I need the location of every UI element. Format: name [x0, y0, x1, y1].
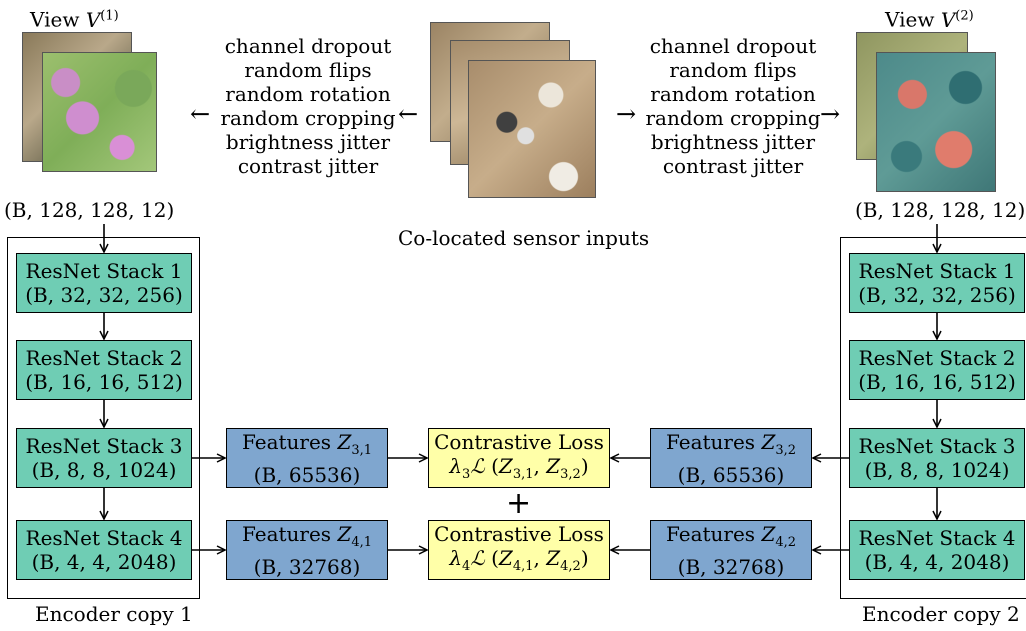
view2-symbol: V(2)	[940, 7, 974, 32]
stack-label: ResNet Stack 4	[858, 526, 1016, 550]
arrow-right-view2: →	[820, 100, 841, 128]
features-z41-title: Features Z4,1	[241, 521, 373, 550]
view2-title-text: View	[885, 7, 935, 32]
aug-left-item: channel dropout	[224, 34, 392, 58]
encoder2-stack-3: ResNet Stack 3 (B, 8, 8, 1024)	[849, 428, 1025, 488]
encoder1-stack-3: ResNet Stack 3 (B, 8, 8, 1024)	[16, 428, 192, 488]
encoder1-caption: Encoder copy 1	[35, 602, 193, 626]
encoder2-frame	[840, 237, 1026, 599]
stack-label: ResNet Stack 2	[858, 346, 1016, 370]
stack-shape: (B, 8, 8, 1024)	[864, 458, 1010, 482]
aug-right-item: contrast jitter	[662, 154, 804, 178]
view1-shape: (B, 128, 128, 12)	[4, 198, 175, 222]
contrastive-loss-3: Contrastive Loss λ3ℒ (Z3,1, Z3,2)	[428, 428, 610, 488]
stack-shape: (B, 16, 16, 512)	[25, 370, 183, 394]
encoder2-caption: Encoder copy 2	[862, 602, 1020, 626]
center-image-front	[468, 60, 596, 198]
stack-shape: (B, 8, 8, 1024)	[31, 458, 177, 482]
aug-right-item: random flips	[669, 58, 797, 82]
aug-left-item: brightness jitter	[225, 130, 391, 154]
features-z32-shape: (B, 65536)	[677, 462, 785, 487]
encoder1-stack-2: ResNet Stack 2 (B, 16, 16, 512)	[16, 340, 192, 400]
aug-right-item: brightness jitter	[650, 130, 816, 154]
encoder2-stack-4: ResNet Stack 4 (B, 4, 4, 2048)	[849, 520, 1025, 580]
encoder2-stack-2: ResNet Stack 2 (B, 16, 16, 512)	[849, 340, 1025, 400]
features-z42-shape: (B, 32768)	[677, 554, 785, 579]
features-z42-title: Features Z4,2	[665, 521, 797, 550]
encoder2-stack-1: ResNet Stack 1 (B, 32, 32, 256)	[849, 253, 1025, 313]
aug-left-item: random cropping	[220, 106, 396, 130]
plus-sign: +	[506, 486, 532, 521]
features-z31-title: Features Z3,1	[241, 429, 373, 458]
encoder1-stack-4: ResNet Stack 4 (B, 4, 4, 2048)	[16, 520, 192, 580]
stack-label: ResNet Stack 3	[858, 434, 1016, 458]
view2-image-front	[876, 52, 996, 192]
view1-symbol: V(1)	[85, 7, 119, 32]
features-z32-title: Features Z3,2	[665, 429, 797, 458]
view1-title-text: View	[30, 7, 80, 32]
stack-shape: (B, 4, 4, 2048)	[864, 550, 1010, 574]
stack-shape: (B, 32, 32, 256)	[858, 283, 1016, 307]
features-z41: Features Z4,1 (B, 32768)	[226, 520, 388, 580]
features-z42: Features Z4,2 (B, 32768)	[650, 520, 812, 580]
loss-formula: λ4ℒ (Z4,1, Z4,2)	[449, 545, 589, 574]
aug-right-item: channel dropout	[649, 34, 817, 58]
stack-label: ResNet Stack 1	[25, 259, 183, 283]
aug-left-item: random rotation	[225, 82, 391, 106]
center-caption: Co-located sensor inputs	[398, 226, 650, 250]
augmentations-right: channel dropout random flips random rota…	[643, 34, 823, 178]
view1-image-front	[42, 52, 157, 172]
view1-title: View V(1)	[30, 4, 119, 32]
view2-shape: (B, 128, 128, 12)	[855, 198, 1026, 222]
view2-title: View V(2)	[885, 4, 974, 32]
stack-label: ResNet Stack 2	[25, 346, 183, 370]
features-z31: Features Z3,1 (B, 65536)	[226, 428, 388, 488]
encoder1-stack-1: ResNet Stack 1 (B, 32, 32, 256)	[16, 253, 192, 313]
augmentations-left: channel dropout random flips random rota…	[218, 34, 398, 178]
contrastive-loss-4: Contrastive Loss λ4ℒ (Z4,1, Z4,2)	[428, 520, 610, 580]
features-z32: Features Z3,2 (B, 65536)	[650, 428, 812, 488]
features-z41-shape: (B, 32768)	[253, 554, 361, 579]
loss-formula: λ3ℒ (Z3,1, Z3,2)	[449, 453, 589, 482]
stack-label: ResNet Stack 3	[25, 434, 183, 458]
stack-shape: (B, 4, 4, 2048)	[31, 550, 177, 574]
aug-left-item: contrast jitter	[237, 154, 379, 178]
aug-right-item: random cropping	[645, 106, 821, 130]
loss-label: Contrastive Loss	[434, 521, 604, 546]
features-z31-shape: (B, 65536)	[253, 462, 361, 487]
aug-right-item: random rotation	[650, 82, 816, 106]
stack-label: ResNet Stack 1	[858, 259, 1016, 283]
arrow-right-aug: →	[616, 100, 637, 128]
loss-label: Contrastive Loss	[434, 429, 604, 454]
stack-label: ResNet Stack 4	[25, 526, 183, 550]
stack-shape: (B, 32, 32, 256)	[25, 283, 183, 307]
aug-left-item: random flips	[244, 58, 372, 82]
stack-shape: (B, 16, 16, 512)	[858, 370, 1016, 394]
